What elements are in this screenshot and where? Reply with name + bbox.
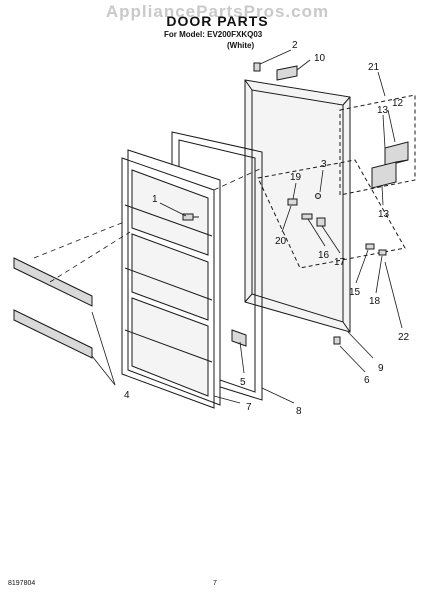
callout-3: 3 — [321, 159, 327, 170]
callout-9: 9 — [378, 363, 384, 374]
callout-15: 15 — [349, 287, 361, 298]
callout-labels: 1 2 3 4 5 6 7 8 9 10 12 13 13 15 16 17 1… — [124, 40, 410, 417]
model-line: For Model: EV200FXKQ03 — [164, 30, 263, 39]
callout-19: 19 — [290, 172, 302, 183]
page-number: 7 — [213, 580, 217, 587]
bracket-part — [231, 329, 247, 347]
door-shelf-rails — [13, 257, 93, 359]
callout-16: 16 — [318, 250, 330, 261]
callout-21: 21 — [368, 62, 380, 73]
hinge-assembly-box — [339, 94, 416, 196]
callout-8: 8 — [296, 406, 302, 417]
callout-18: 18 — [369, 296, 381, 307]
callout-13-upper: 13 — [377, 105, 389, 116]
callout-10: 10 — [314, 53, 326, 64]
callout-1: 1 — [152, 194, 158, 205]
top-plug-part — [276, 65, 298, 81]
callout-2: 2 — [292, 40, 298, 51]
callout-7: 7 — [246, 402, 252, 413]
document-number: 8197804 — [8, 580, 36, 587]
callout-22: 22 — [398, 332, 410, 343]
top-screw-part — [253, 62, 261, 72]
watermark-text: AppliancePartsPros.com — [105, 2, 330, 21]
page-title: DOOR PARTS — [166, 13, 269, 29]
outer-door-panel — [244, 79, 351, 333]
callout-20: 20 — [275, 236, 287, 247]
callout-17: 17 — [334, 257, 346, 268]
callout-13-lower: 13 — [378, 209, 390, 220]
color-variant: (White) — [227, 41, 255, 50]
screw-part — [182, 213, 199, 221]
callout-12: 12 — [392, 98, 404, 109]
callout-6: 6 — [364, 375, 370, 386]
inner-door-liner — [121, 149, 221, 409]
hinge-parts-box — [257, 159, 406, 269]
hinge-part — [371, 141, 409, 189]
bottom-screw-part — [333, 336, 341, 345]
callout-4: 4 — [124, 390, 130, 401]
leader-lines — [33, 49, 403, 404]
hinge-hardware — [287, 193, 387, 256]
callout-5: 5 — [240, 377, 246, 388]
